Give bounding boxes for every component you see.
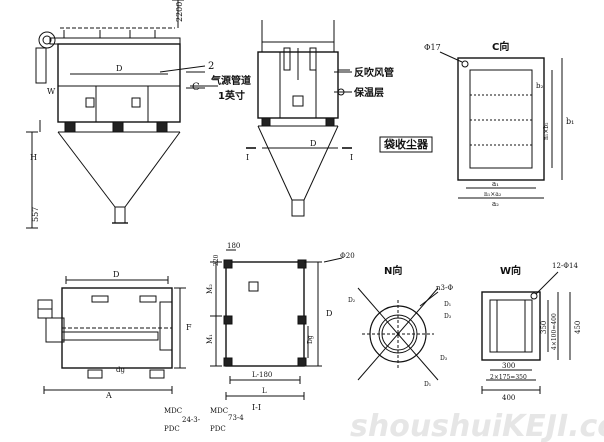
w-view-350: 350 — [540, 321, 548, 334]
section-label-d: D — [326, 309, 332, 318]
section-label-l: L — [262, 387, 267, 395]
section-label-dg: Dg — [307, 335, 314, 344]
side-label-d: D — [310, 139, 316, 148]
n-view-d1-top: D₁ — [444, 301, 451, 308]
plan-label-f: F — [186, 323, 192, 332]
side-view — [246, 20, 352, 217]
c-view-na: n₁×a₂ — [484, 191, 502, 198]
section-label-l180: L-180 — [252, 371, 272, 379]
section-label-180: 180 — [227, 242, 240, 250]
w-view-holes: 12-Φ14 — [552, 262, 578, 270]
section-label-m2: M₂ — [206, 284, 214, 294]
side-label-i-right: I — [350, 153, 353, 162]
c-view — [439, 51, 563, 199]
n-view — [357, 287, 439, 381]
plan-label-a: A — [105, 391, 112, 400]
footer-mdc-2: MDC — [210, 407, 228, 415]
front-label-c: C — [192, 82, 200, 93]
c-view-a2: a₂ — [492, 200, 499, 208]
front-label-d: D — [116, 64, 122, 73]
title-box — [379, 136, 433, 153]
side-label-fanchui: 反吹风管 — [354, 66, 394, 79]
watermark-text: shoushuiKEJI.com — [350, 409, 604, 442]
c-view-b1: b₁ — [566, 117, 574, 126]
front-label-h: H — [30, 153, 37, 162]
c-view-b2: b₂ — [536, 82, 543, 90]
w-view-400: 400 — [502, 394, 515, 402]
n-view-d2: D₂ — [348, 297, 356, 304]
section-view — [210, 249, 343, 400]
w-view-300: 300 — [502, 362, 515, 370]
n-view-d3: D₃ — [440, 355, 448, 362]
section-label-phi20: Φ20 — [340, 252, 355, 260]
section-label-m1: M₁ — [206, 334, 214, 344]
n-view-d1: D₁ — [424, 381, 431, 388]
front-label-qiyuan: 气源管道 — [210, 74, 251, 87]
side-label-baowen: 保温层 — [353, 86, 384, 99]
front-label-yingcun: 1英寸 — [218, 89, 245, 102]
side-label-i-left: I — [246, 153, 249, 162]
title-box-text: 袋收尘器 — [383, 137, 429, 151]
w-view-450: 450 — [574, 321, 582, 334]
front-height-label: 2200 — [175, 2, 184, 22]
c-view-hole: Φ17 — [424, 43, 441, 52]
w-view — [481, 271, 571, 394]
front-label-557: 557 — [31, 207, 40, 222]
front-label-2: 2 — [208, 61, 214, 72]
plan-label-dg: dg — [116, 366, 125, 374]
c-view-a1: a₁ — [492, 180, 499, 188]
front-view — [26, 0, 218, 229]
footer-pdc-2: PDC — [210, 425, 226, 433]
w-view-title: W向 — [500, 264, 521, 277]
section-label-220: 220 — [213, 254, 220, 266]
footer-pdc-1: PDC — [164, 425, 180, 433]
w-view-2x175: 2×175=350 — [490, 374, 527, 381]
c-view-nb: n₁×b₂ — [543, 122, 550, 140]
n-view-title: N向 — [384, 264, 402, 277]
n-view-d3-top: D₃ — [444, 313, 452, 320]
w-view-4x100: 4×100=400 — [551, 313, 558, 350]
plan-label-d: D — [113, 270, 119, 279]
footer-mdc-1: MDC — [164, 407, 182, 415]
front-label-w: W — [47, 87, 56, 96]
plan-view — [37, 276, 186, 394]
c-view-title: C向 — [492, 40, 509, 53]
n-view-holes: n3-Φ — [436, 284, 453, 292]
footer-num-2: 73-4 — [228, 414, 244, 422]
footer-num-1: 24-3- — [182, 416, 201, 424]
section-title: I-I — [252, 403, 261, 412]
